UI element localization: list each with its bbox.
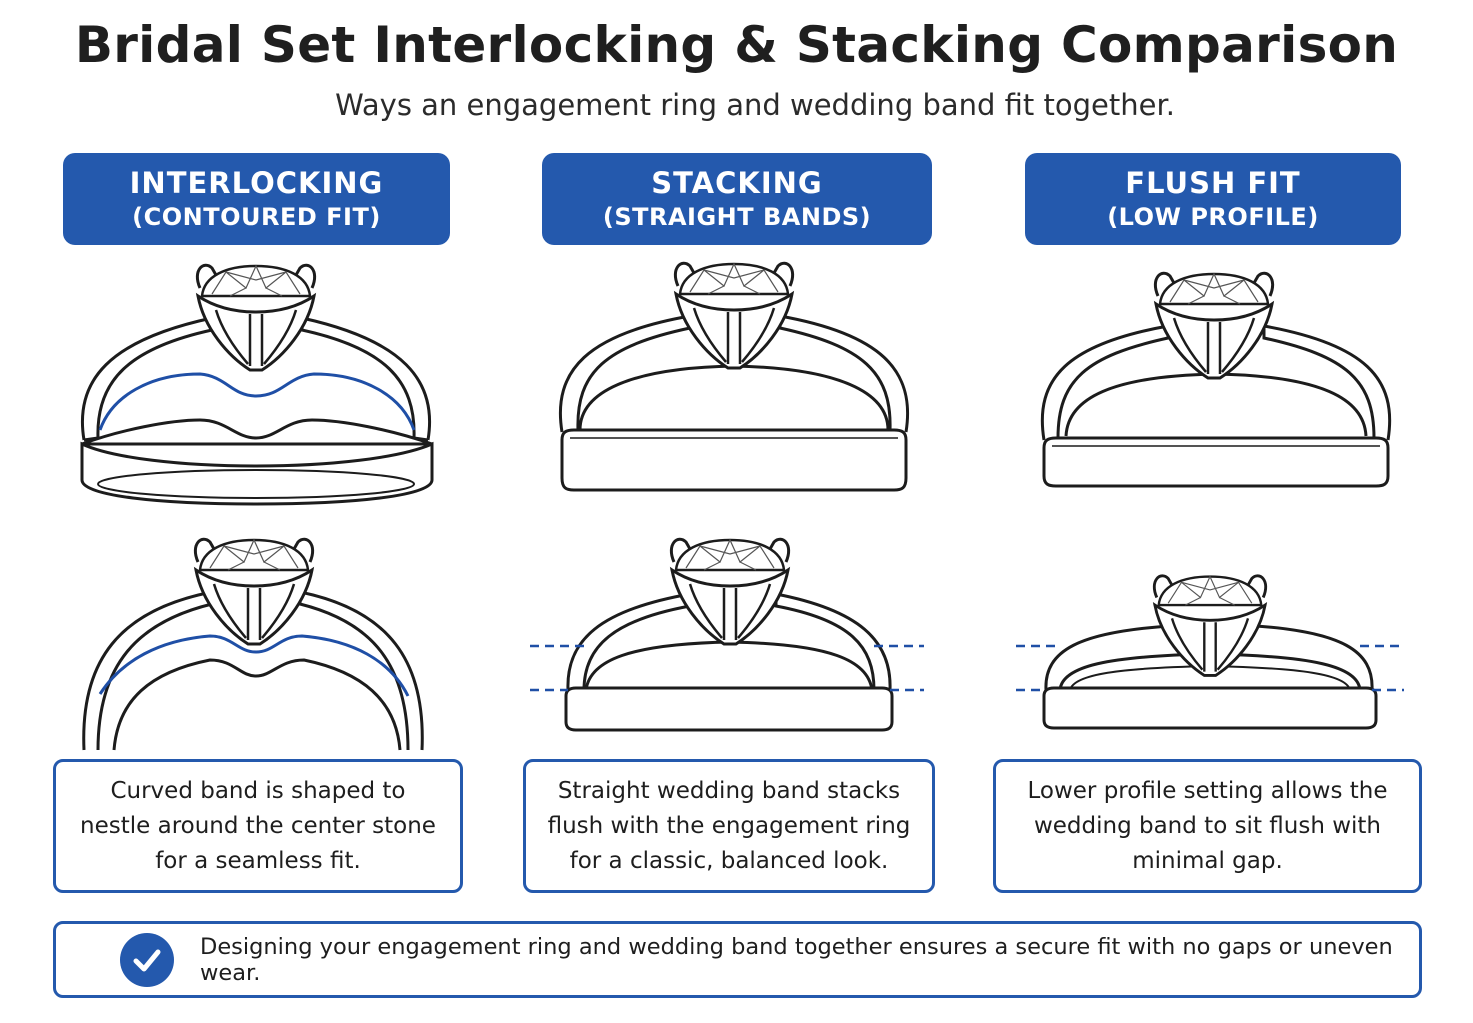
ring-stacking-side bbox=[530, 537, 924, 732]
description-line: Curved band is shaped to bbox=[110, 777, 406, 804]
ring-flush-side bbox=[1016, 574, 1404, 730]
header-interlocking: INTERLOCKING (CONTOURED FIT) bbox=[63, 153, 450, 245]
checkmark-icon bbox=[120, 932, 174, 987]
header-flush-fit-subtitle: (LOW PROFILE) bbox=[1107, 203, 1319, 231]
header-interlocking-subtitle: (CONTOURED FIT) bbox=[132, 203, 381, 231]
header-stacking-subtitle: (STRAIGHT BANDS) bbox=[602, 203, 872, 231]
description-line: Lower profile setting allows the bbox=[1027, 777, 1388, 804]
description-line: minimal gap. bbox=[1132, 847, 1283, 874]
description-line: flush with the engagement ring bbox=[547, 812, 911, 839]
footer-note: Designing your engagement ring and weddi… bbox=[53, 921, 1422, 998]
footer-text: Designing your engagement ring and weddi… bbox=[200, 933, 1393, 986]
description-line: wedding band to sit flush with bbox=[1033, 812, 1382, 839]
description-line: Straight wedding band stacks bbox=[557, 777, 901, 804]
header-stacking-title: STACKING bbox=[651, 166, 823, 200]
description-line: for a seamless fit. bbox=[155, 847, 361, 874]
ring-interlocking-top bbox=[80, 263, 434, 506]
ring-interlocking-side bbox=[82, 537, 424, 751]
page-title: Bridal Set Interlocking & Stacking Compa… bbox=[74, 16, 1399, 74]
description-stacking: Straight wedding band stacks flush with … bbox=[523, 759, 935, 893]
description-interlocking: Curved band is shaped to nestle around t… bbox=[53, 759, 463, 893]
header-flush-fit: FLUSH FIT (LOW PROFILE) bbox=[1025, 153, 1401, 245]
ring-flush-top bbox=[1040, 271, 1392, 488]
header-flush-fit-title: FLUSH FIT bbox=[1125, 166, 1301, 200]
ring-stacking-top bbox=[559, 261, 910, 492]
description-line: nestle around the center stone bbox=[80, 812, 436, 839]
page-subtitle: Ways an engagement ring and wedding band… bbox=[335, 88, 1175, 122]
description-line: for a classic, balanced look. bbox=[569, 847, 889, 874]
description-flush-fit: Lower profile setting allows the wedding… bbox=[993, 759, 1422, 893]
header-interlocking-title: INTERLOCKING bbox=[129, 166, 384, 200]
header-stacking: STACKING (STRAIGHT BANDS) bbox=[542, 153, 932, 245]
